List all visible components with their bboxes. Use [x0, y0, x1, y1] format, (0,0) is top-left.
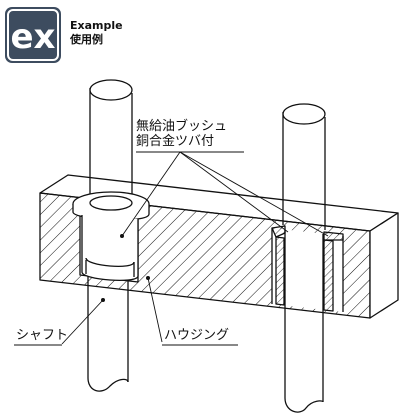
leader-bushing-right-b	[179, 151, 329, 237]
right-shaft-in-bore	[284, 230, 324, 310]
bushing-label-line2: 銅合金ツバ付	[136, 133, 215, 149]
right-shaft-lower	[284, 306, 324, 402]
bushing-label: 無給油ブッシュ 銅合金ツバ付	[136, 119, 228, 150]
right-bushing-wall-right	[323, 239, 334, 312]
example-badge-icon: ex	[5, 7, 61, 63]
left-bushing-bore	[89, 195, 133, 211]
shaft-label: シャフト	[16, 328, 69, 343]
left-bushing-lower-rim	[85, 257, 135, 267]
badge-subtitle: 使用例	[70, 33, 103, 46]
right-shaft-bottom-end	[284, 397, 324, 413]
badge-title: Example	[70, 19, 123, 32]
left-shaft-bottom-end	[87, 377, 129, 392]
right-shaft-top-end	[282, 103, 326, 125]
badge-mark: ex	[11, 17, 56, 57]
left-shaft-lower	[87, 276, 129, 382]
leader-bushing-left	[121, 151, 181, 237]
left-shaft-top-end	[89, 79, 133, 101]
housing-label: ハウジング	[164, 328, 230, 343]
housing-end-face	[369, 212, 399, 319]
right-shaft-upper	[282, 112, 326, 230]
right-bushing-flange-right	[323, 231, 344, 241]
right-bushing-wall-left	[275, 236, 285, 306]
left-shaft-upper	[89, 88, 133, 204]
leader-bushing-right-a	[179, 151, 289, 233]
leader-housing	[147, 277, 163, 343]
leader-shaft	[61, 299, 104, 345]
bushing-label-line1: 無給油ブッシュ	[136, 119, 228, 134]
